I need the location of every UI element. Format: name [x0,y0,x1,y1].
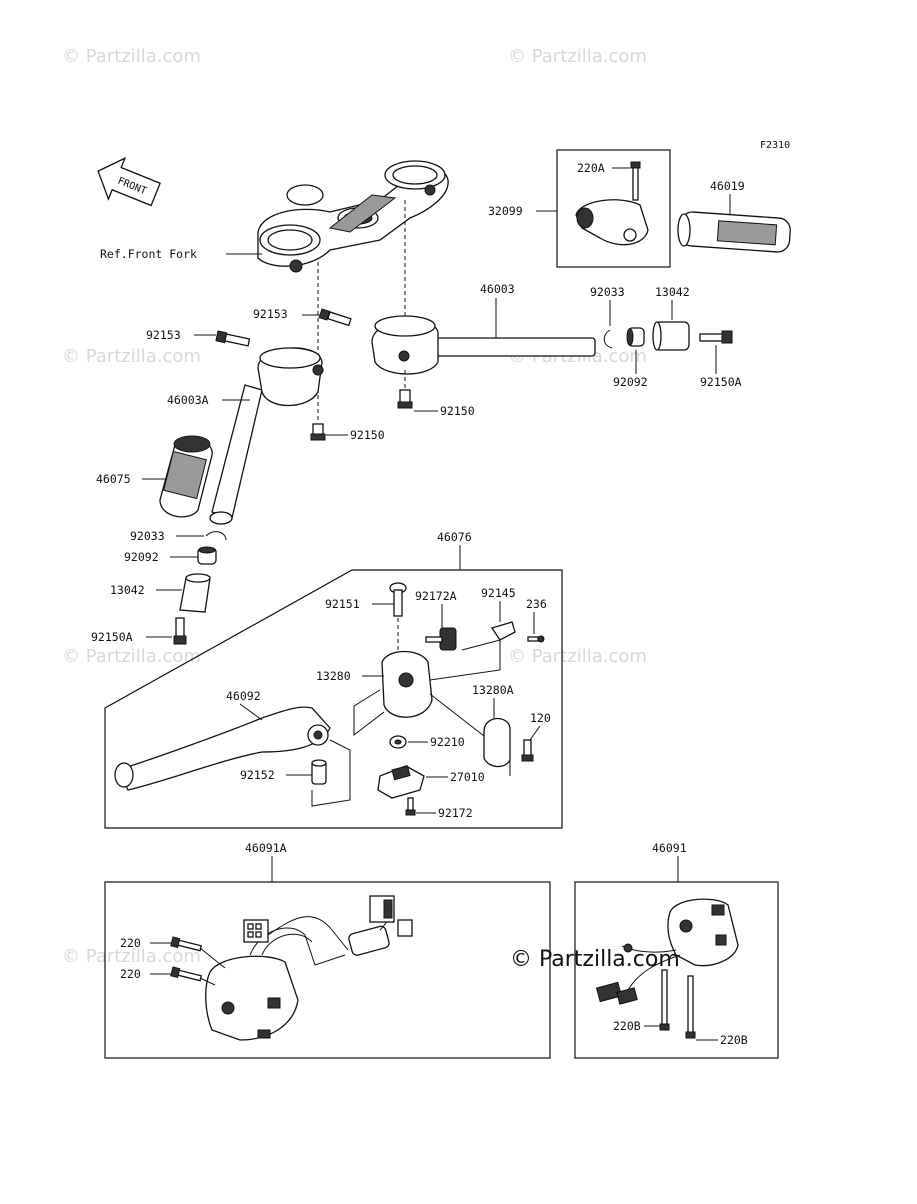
figure-code: F2310 [760,140,790,151]
part-13042-left: 13042 [110,583,145,597]
screw-236 [527,635,545,643]
grip-46075 [159,435,213,518]
part-13042-right: 13042 [655,285,690,299]
part-32099: 32099 [488,204,523,218]
right-handlebar [371,315,596,375]
part-92092-right: 92092 [613,375,648,389]
bolt-92150-center [397,389,413,409]
part-220-upper: 220 [120,936,141,950]
bolt-92153-center [318,308,352,327]
bolt-92150A-right [699,330,733,344]
clutch-lever-46092 [114,706,331,791]
part-220B-right: 220B [720,1033,748,1047]
right-switch-box [574,881,779,1059]
watermark: © Partzilla.com [508,46,647,67]
part-13280: 13280 [316,669,351,683]
bolt-92150-left [310,423,326,441]
nut-92210 [389,735,407,749]
part-46091A: 46091A [245,841,287,855]
left-handlebar [209,347,324,525]
part-92033-right: 92033 [590,285,625,299]
part-220A: 220A [577,161,605,175]
bolt-92153-left [215,330,251,347]
switch-27010 [377,765,425,799]
collar-92092-right [626,327,645,347]
part-92150-left: 92150 [350,428,385,442]
left-switch-housing-46091A [205,895,413,1041]
clamp-13280A [483,717,511,768]
throttle-tube [575,161,649,246]
part-92172A: 92172A [415,589,457,603]
lever-holder-13280 [381,650,433,718]
front-arrow: FRONT [97,156,161,207]
watermark: © Partzilla.com [62,646,201,667]
screw-220-lower [170,966,203,982]
part-220-lower: 220 [120,967,141,981]
part-92210: 92210 [430,735,465,749]
part-92033-left: 92033 [130,529,165,543]
lever-box [104,569,563,829]
part-92153-left: 92153 [146,328,181,342]
part-92150A-right: 92150A [700,375,742,389]
part-92145: 92145 [481,586,516,600]
part-92152: 92152 [240,768,275,782]
part-92151: 92151 [325,597,360,611]
part-27010: 27010 [450,770,485,784]
part-46091: 46091 [652,841,687,855]
part-92150-center: 92150 [440,404,475,418]
watermark-main: © Partzilla.com [510,947,680,972]
part-46075: 46075 [96,472,131,486]
collar-92092-left [197,546,217,565]
part-46076: 46076 [437,530,472,544]
part-92092-left: 92092 [124,550,159,564]
part-46003A: 46003A [167,393,209,407]
adjuster-92172A [425,627,457,651]
screw-220B-left [659,969,670,1031]
watermark: © Partzilla.com [508,646,647,667]
spring-92145 [490,621,516,641]
part-236: 236 [526,597,547,611]
part-92153-center: 92153 [253,307,288,321]
screw-92172 [405,797,416,816]
part-46003: 46003 [480,282,515,296]
part-92172: 92172 [438,806,473,820]
grip-46019 [677,211,791,253]
circlip-92033-right [603,329,613,349]
circlip-92033-left [205,531,227,541]
bar-end-13042-right [652,321,690,351]
screw-220B-right [685,975,696,1039]
ref-front-fork-label: Ref.Front Fork [100,247,197,261]
bolt-120 [521,739,534,762]
part-46092: 46092 [226,689,261,703]
part-120: 120 [530,711,551,725]
throttle-box [556,149,671,268]
pivot-bolt-92151 [389,582,407,617]
watermark: © Partzilla.com [62,46,201,67]
bolt-92150A-left [173,617,187,645]
part-92150A-left: 92150A [91,630,133,644]
part-46019: 46019 [710,179,745,193]
upper-triple-clamp [257,160,449,273]
part-13280A: 13280A [472,683,514,697]
part-220B-left: 220B [613,1019,641,1033]
watermark: © Partzilla.com [62,946,201,967]
left-switch-box [104,881,551,1059]
bar-end-13042-left [179,573,211,613]
watermark: © Partzilla.com [62,346,201,367]
bushing-92152 [311,759,327,785]
right-switch-housing-46091 [595,898,739,1005]
